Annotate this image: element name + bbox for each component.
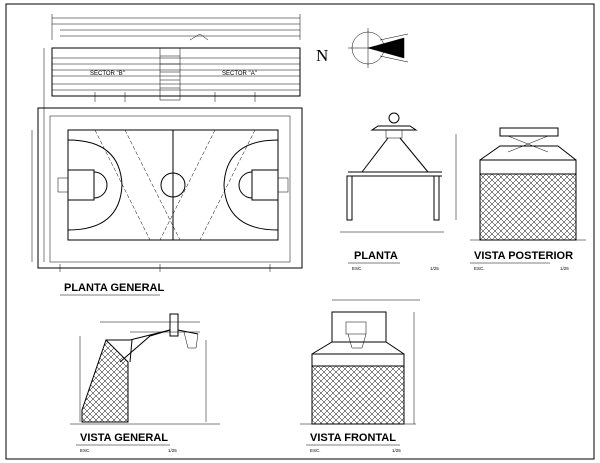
general-scale-prefix: ESC. — [80, 448, 91, 453]
planta-title: PLANTA — [354, 250, 398, 262]
sector-b-label: SECTOR "B" — [90, 71, 125, 77]
right-three-point-arc — [223, 139, 279, 231]
planta-left-post — [346, 175, 353, 221]
backboard-top — [370, 125, 418, 131]
posterior-mesh-panel — [479, 173, 577, 241]
frontal-scale-prefix: ESC. — [310, 448, 321, 453]
planta-right-post — [433, 175, 440, 221]
vista-frontal-title: VISTA FRONTAL — [310, 432, 396, 444]
court-outer-boundary — [37, 107, 303, 269]
hoop-ring — [388, 112, 400, 124]
general-scale-value: 1/25 — [168, 448, 177, 453]
vista-posterior-title: VISTA POSTERIOR — [474, 250, 573, 262]
posterior-scale-value: 1/25 — [560, 266, 569, 271]
frontal-hoop-net — [347, 333, 367, 349]
planta-view: PLANTA ESC. 1/25 — [340, 112, 457, 271]
frontal-frame — [311, 353, 405, 367]
left-key — [67, 169, 95, 201]
general-hoop-net — [183, 331, 199, 349]
frontal-mesh-panel — [311, 365, 405, 425]
posterior-frame — [479, 159, 577, 175]
north-letter: N — [316, 46, 328, 65]
center-circle — [160, 172, 186, 198]
general-backboard — [169, 313, 179, 337]
frontal-backboard — [331, 311, 387, 343]
sheet-border — [5, 3, 595, 460]
vista-general-view: VISTA GENERAL ESC. 1/25 — [70, 313, 220, 453]
central-stair — [159, 47, 181, 101]
north-arrow: N — [316, 28, 409, 68]
posterior-backboard — [499, 127, 559, 137]
planta-scale-prefix: ESC. — [352, 266, 363, 271]
vista-frontal-view: VISTA FRONTAL ESC. 1/25 — [300, 299, 420, 453]
planta-general-title: PLANTA GENERAL — [64, 282, 165, 294]
general-mesh-panel — [81, 339, 129, 423]
vista-posterior-view: VISTA POSTERIOR ESC. 1/25 — [470, 127, 586, 271]
left-three-point-arc — [67, 139, 123, 231]
frontal-scale-value: 1/25 — [392, 448, 401, 453]
sector-a-label: SECTOR "A" — [222, 71, 257, 77]
vista-general-title: VISTA GENERAL — [80, 432, 168, 444]
planta-scale-value: 1/25 — [430, 266, 439, 271]
planta-general-view: SECTOR "B" SECTOR "A" — [31, 14, 303, 296]
right-key — [251, 169, 279, 201]
posterior-scale-prefix: ESC. — [474, 266, 485, 271]
